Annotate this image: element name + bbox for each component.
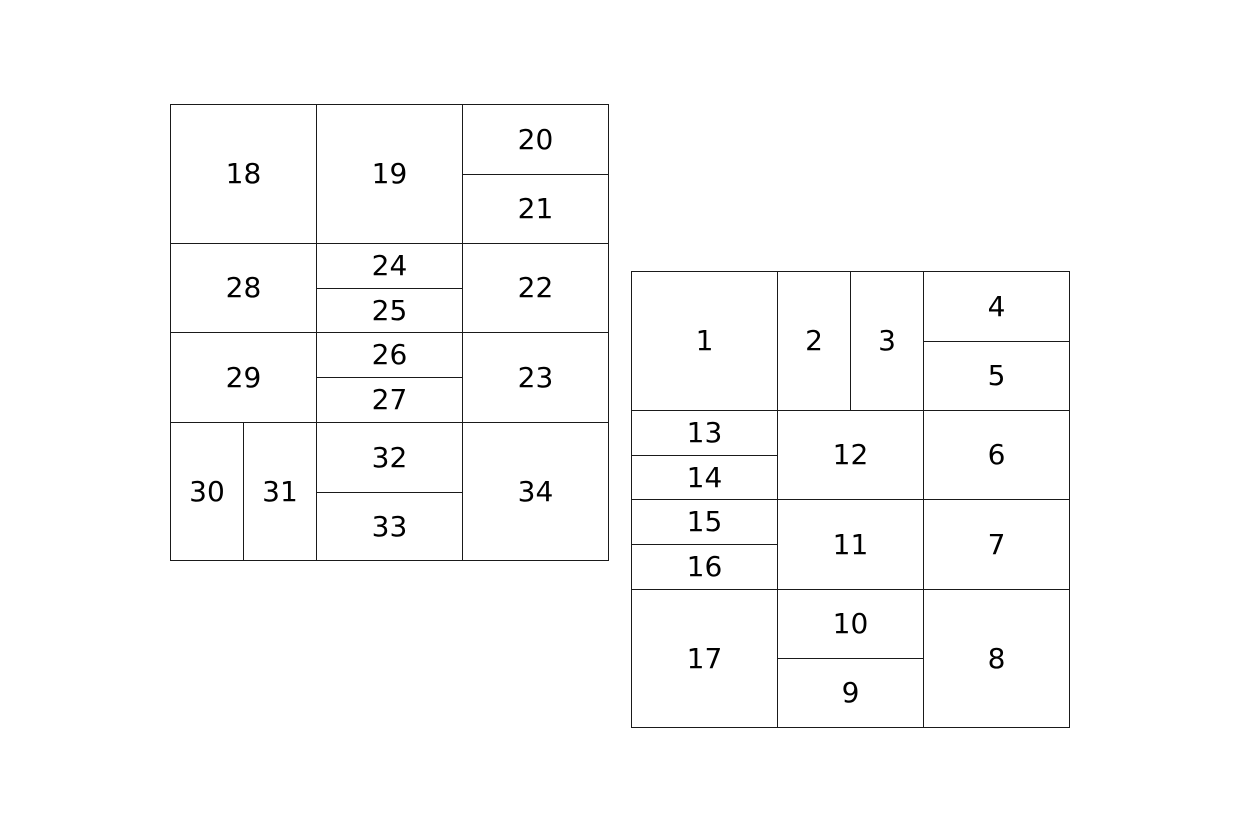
cell-22: 22 [462, 243, 609, 333]
cell-34: 34 [462, 422, 609, 561]
cell-5: 5 [923, 341, 1070, 411]
cell-10: 10 [777, 589, 924, 659]
cell-17: 17 [631, 589, 778, 728]
cell-7: 7 [923, 499, 1070, 590]
cell-12: 12 [777, 410, 924, 500]
cell-27: 27 [316, 377, 463, 423]
cell-28: 28 [170, 243, 317, 333]
cell-11: 11 [777, 499, 924, 590]
cell-16: 16 [631, 544, 778, 590]
cell-20: 20 [462, 104, 609, 175]
cell-30: 30 [170, 422, 244, 561]
cell-8: 8 [923, 589, 1070, 728]
cell-2: 2 [777, 271, 851, 411]
cell-25: 25 [316, 288, 463, 333]
cell-33: 33 [316, 492, 463, 561]
cell-24: 24 [316, 243, 463, 289]
cell-23: 23 [462, 332, 609, 423]
cell-32: 32 [316, 422, 463, 493]
cell-13: 13 [631, 410, 778, 456]
cell-14: 14 [631, 455, 778, 500]
cell-1: 1 [631, 271, 778, 411]
cell-15: 15 [631, 499, 778, 545]
cell-21: 21 [462, 174, 609, 244]
cell-4: 4 [923, 271, 1070, 342]
cell-29: 29 [170, 332, 317, 423]
cell-18: 18 [170, 104, 317, 244]
cell-19: 19 [316, 104, 463, 244]
cell-9: 9 [777, 658, 924, 728]
cell-3: 3 [850, 271, 924, 411]
cell-26: 26 [316, 332, 463, 378]
cell-31: 31 [243, 422, 317, 561]
cell-6: 6 [923, 410, 1070, 500]
